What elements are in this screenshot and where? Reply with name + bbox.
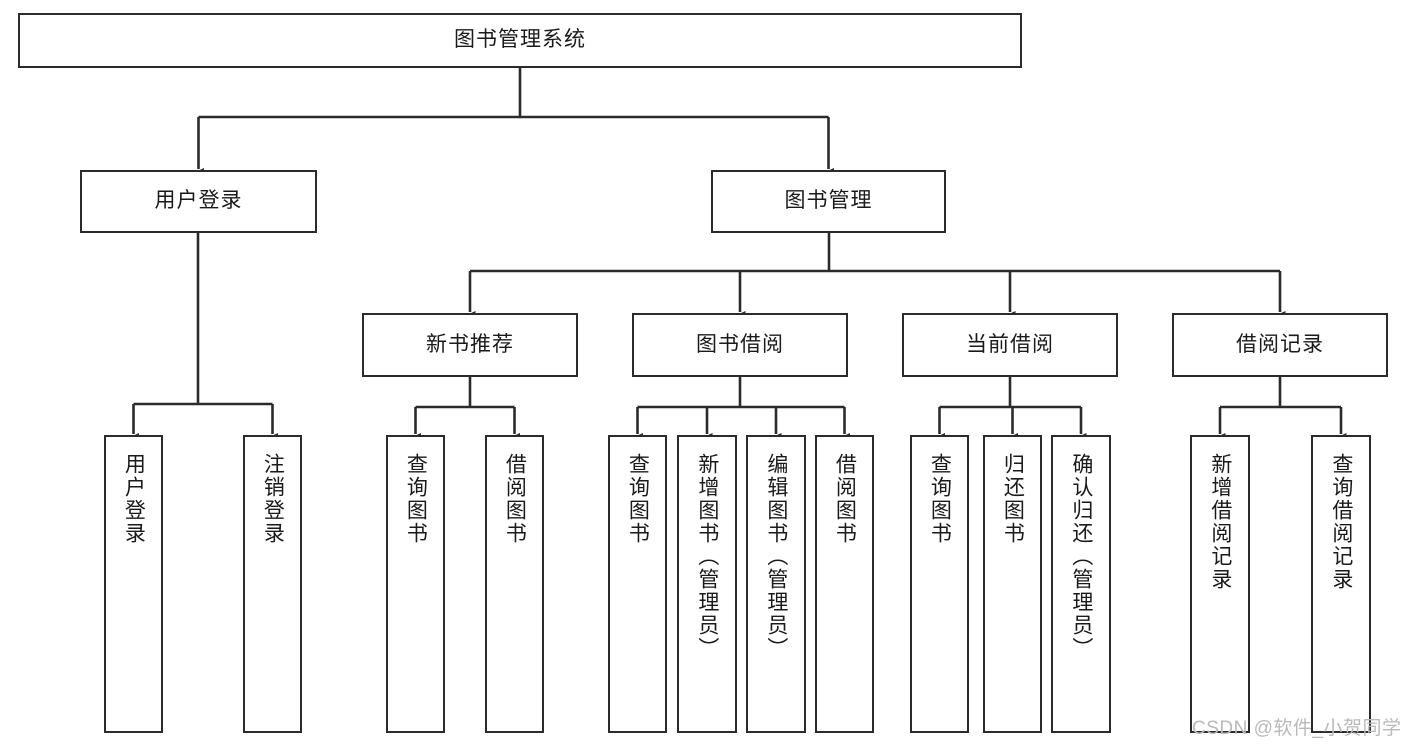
node-label: 查询图书: [404, 453, 428, 545]
node-leaf-bb-borrow[interactable]: 借阅图书: [815, 435, 874, 733]
connector-lines: [128, 68, 1347, 443]
node-label: 借阅图书: [833, 453, 857, 545]
watermark-label: CSDN @软件_小贺同学: [1192, 718, 1402, 739]
node-book-borrow[interactable]: 图书借阅: [632, 313, 848, 377]
node-leaf-cb-return[interactable]: 归还图书: [983, 435, 1042, 733]
node-label: 编辑图书（管理员）: [764, 453, 788, 660]
node-label: 当前借阅: [966, 332, 1054, 356]
node-label: 借阅图书: [503, 453, 527, 545]
node-user-login[interactable]: 用户登录: [80, 170, 317, 233]
node-borrow-record[interactable]: 借阅记录: [1172, 313, 1388, 377]
node-label: 图书管理系统: [454, 28, 586, 52]
node-leaf-rec-query[interactable]: 查询图书: [386, 435, 445, 733]
node-new-book-rec[interactable]: 新书推荐: [362, 313, 578, 377]
node-label: 查询借阅记录: [1329, 453, 1353, 591]
node-book-manage[interactable]: 图书管理: [711, 170, 946, 233]
node-leaf-br-add[interactable]: 新增借阅记录: [1190, 435, 1250, 733]
node-leaf-cb-query[interactable]: 查询图书: [910, 435, 969, 733]
node-label: 新增图书（管理员）: [695, 453, 719, 660]
node-label: 查询图书: [626, 453, 650, 545]
node-root[interactable]: 图书管理系统: [18, 13, 1022, 68]
node-label: 注销登录: [261, 453, 285, 545]
node-label: 用户登录: [154, 189, 243, 213]
node-label: 归还图书: [1001, 453, 1025, 545]
node-leaf-bb-query[interactable]: 查询图书: [608, 435, 667, 733]
node-current-borrow[interactable]: 当前借阅: [902, 313, 1118, 377]
node-label: 新增借阅记录: [1208, 453, 1232, 591]
node-label: 图书借阅: [696, 332, 784, 356]
node-leaf-bb-edit[interactable]: 编辑图书（管理员）: [746, 435, 806, 733]
node-leaf-br-query[interactable]: 查询借阅记录: [1311, 435, 1371, 733]
node-leaf-bb-add[interactable]: 新增图书（管理员）: [677, 435, 737, 733]
node-leaf-rec-borrow[interactable]: 借阅图书: [485, 435, 544, 733]
node-label: 借阅记录: [1236, 332, 1324, 356]
node-leaf-cb-confirm[interactable]: 确认归还（管理员）: [1051, 435, 1111, 733]
node-leaf-user-logout[interactable]: 注销登录: [243, 435, 302, 733]
node-leaf-user-login[interactable]: 用户登录: [104, 435, 163, 733]
node-label: 确认归还（管理员）: [1069, 453, 1093, 660]
node-label: 图书管理: [784, 189, 873, 213]
node-label: 新书推荐: [426, 332, 514, 356]
node-label: 用户登录: [122, 453, 146, 545]
node-label: 查询图书: [928, 453, 952, 545]
